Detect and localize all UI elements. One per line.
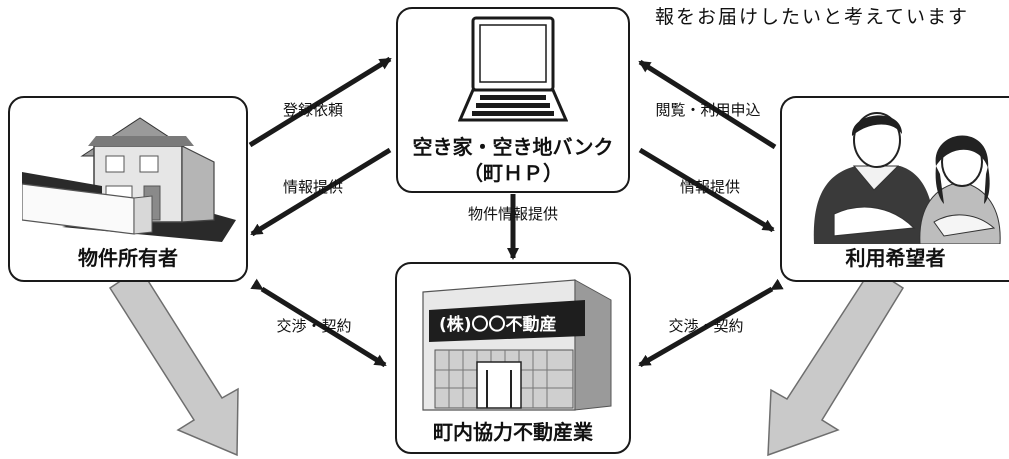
store-icon: (株)〇〇不動産 bbox=[422, 279, 612, 411]
intro-text-fragment: 報をお届けしたいと考えています bbox=[655, 6, 970, 28]
couple-icon bbox=[813, 112, 1001, 244]
node-vacancy-bank: 空き家・空き地バンク （町ＨＰ） bbox=[396, 7, 630, 193]
vacancy-bank-title: 空き家・空き地バンク bbox=[412, 135, 614, 159]
arrow-owner-agent bbox=[250, 278, 387, 368]
property-owner-title: 物件所有者 bbox=[78, 246, 178, 270]
label-registration-request: 登録依頼 bbox=[282, 101, 344, 119]
label-property-info: 物件情報提供 bbox=[467, 205, 559, 223]
label-browse-apply: 閲覧・利用申込 bbox=[655, 101, 761, 119]
label-info-to-owner: 情報提供 bbox=[282, 178, 344, 196]
user-down-arrow bbox=[767, 266, 905, 457]
arrow-center-to-owner bbox=[250, 147, 392, 237]
node-real-estate-agents: (株)〇〇不動産 町内協力不動産業 bbox=[395, 262, 631, 454]
house-icon bbox=[22, 117, 236, 242]
label-negotiation-applicant: 交渉・契約 bbox=[668, 317, 744, 335]
label-negotiation-owner: 交渉・契約 bbox=[276, 317, 352, 335]
node-applicant: 利用希望者 bbox=[780, 96, 1009, 282]
arrow-user-agent bbox=[638, 278, 784, 368]
owner-down-arrow bbox=[108, 266, 239, 457]
arrow-user-to-center bbox=[638, 59, 777, 150]
real-estate-agents-title: 町内協力不動産業 bbox=[433, 420, 593, 444]
label-info-to-applicant: 情報提供 bbox=[679, 178, 741, 196]
applicant-title: 利用希望者 bbox=[845, 246, 946, 270]
arrow-owner-to-center bbox=[248, 56, 392, 148]
store-sign-text: (株)〇〇不動産 bbox=[439, 314, 557, 335]
arrow-center-to-user bbox=[638, 147, 775, 233]
node-property-owner: 物件所有者 bbox=[8, 96, 248, 282]
vacancy-bank-subtitle: （町ＨＰ） bbox=[463, 161, 563, 185]
laptop-icon bbox=[458, 16, 568, 122]
